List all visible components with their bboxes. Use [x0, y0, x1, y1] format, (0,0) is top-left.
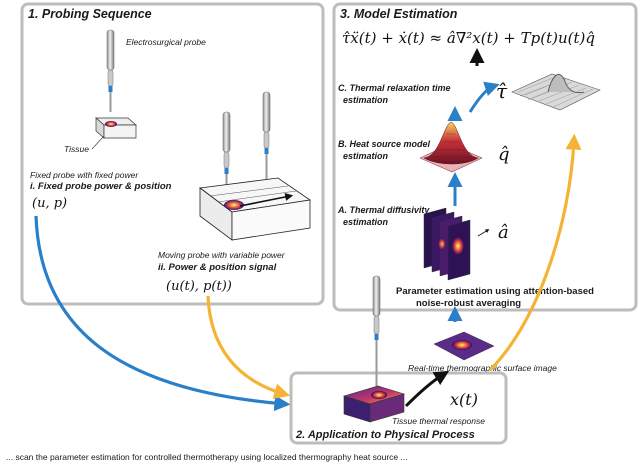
panel1-title: 1. Probing Sequence: [28, 7, 152, 21]
realtime-label: Real-time thermographic surface image: [408, 363, 557, 373]
panel-probing-sequence: 1. Probing Sequence Electrosurgical prob…: [20, 2, 325, 306]
probe-label: Electrosurgical probe: [126, 37, 206, 47]
fixed-math: (u, p): [32, 196, 67, 211]
a-symbol: â: [498, 222, 509, 243]
moving-math: (u(t), p(t)): [166, 279, 232, 294]
tissue-label: Tissue: [64, 144, 89, 154]
q-symbol: q̂: [498, 144, 510, 165]
model-equation: τ̂ẍ(t) + ẋ(t) ≈ â∇²x(t) + Tp(t)u(t)q̂: [342, 29, 595, 47]
param-line2: noise-robust averaging: [416, 298, 521, 309]
stepC-line1: C. Thermal relaxation time: [338, 83, 451, 93]
panel-physical-process: x(t) Tissue thermal response 2. Applicat…: [289, 275, 508, 445]
fixed-probe-note: Fixed probe with fixed power: [30, 170, 139, 180]
tissue-block-small-icon: [95, 117, 137, 139]
relaxation-surface-icon: [511, 73, 601, 111]
stepB-line2: estimation: [343, 151, 389, 161]
response-label: Tissue thermal response: [392, 416, 485, 426]
panel3-title: 3. Model Estimation: [340, 7, 458, 21]
panel-model-estimation: 3. Model Estimation τ̂ẍ(t) + ẋ(t) ≈ â∇²x…: [332, 2, 638, 322]
stepA-line1: A. Thermal diffusivity: [337, 205, 430, 215]
tissue-block-large-icon: [198, 177, 312, 241]
moving-probe-2-icon: [262, 91, 271, 180]
heated-tissue-icon: [342, 385, 406, 423]
fixed-step-label: i. Fixed probe power & position: [30, 181, 172, 192]
arrow-process-to-relaxation: [488, 133, 582, 372]
tissue-pointer: [91, 135, 105, 150]
moving-step-label: ii. Power & position signal: [158, 262, 277, 273]
surface-image-icon: [433, 331, 495, 361]
stepA-line2: estimation: [343, 217, 389, 227]
stepB-line1: B. Heat source model: [338, 139, 431, 149]
thermal-image-stack-icon: [423, 207, 471, 281]
heat-source-peak-icon: [419, 121, 483, 173]
fixed-probe-icon: [106, 29, 115, 112]
arrow-moving-to-process: [206, 295, 291, 399]
arrow-to-tau: [468, 81, 500, 113]
panel2-title: 2. Application to Physical Process: [295, 429, 475, 441]
x-symbol: x(t): [450, 390, 478, 409]
param-line1: Parameter estimation using attention-bas…: [396, 286, 594, 297]
application-probe-icon: [372, 275, 381, 388]
tau-symbol: τ̂: [496, 79, 508, 103]
arrow-fixed-to-process: [34, 215, 291, 412]
moving-probe-note: Moving probe with variable power: [158, 250, 286, 260]
stepC-line2: estimation: [343, 95, 389, 105]
arrow-to-a: [477, 229, 490, 237]
arrow-response: [404, 370, 450, 408]
figure-caption: ... scan the parameter estimation for co…: [6, 452, 408, 462]
